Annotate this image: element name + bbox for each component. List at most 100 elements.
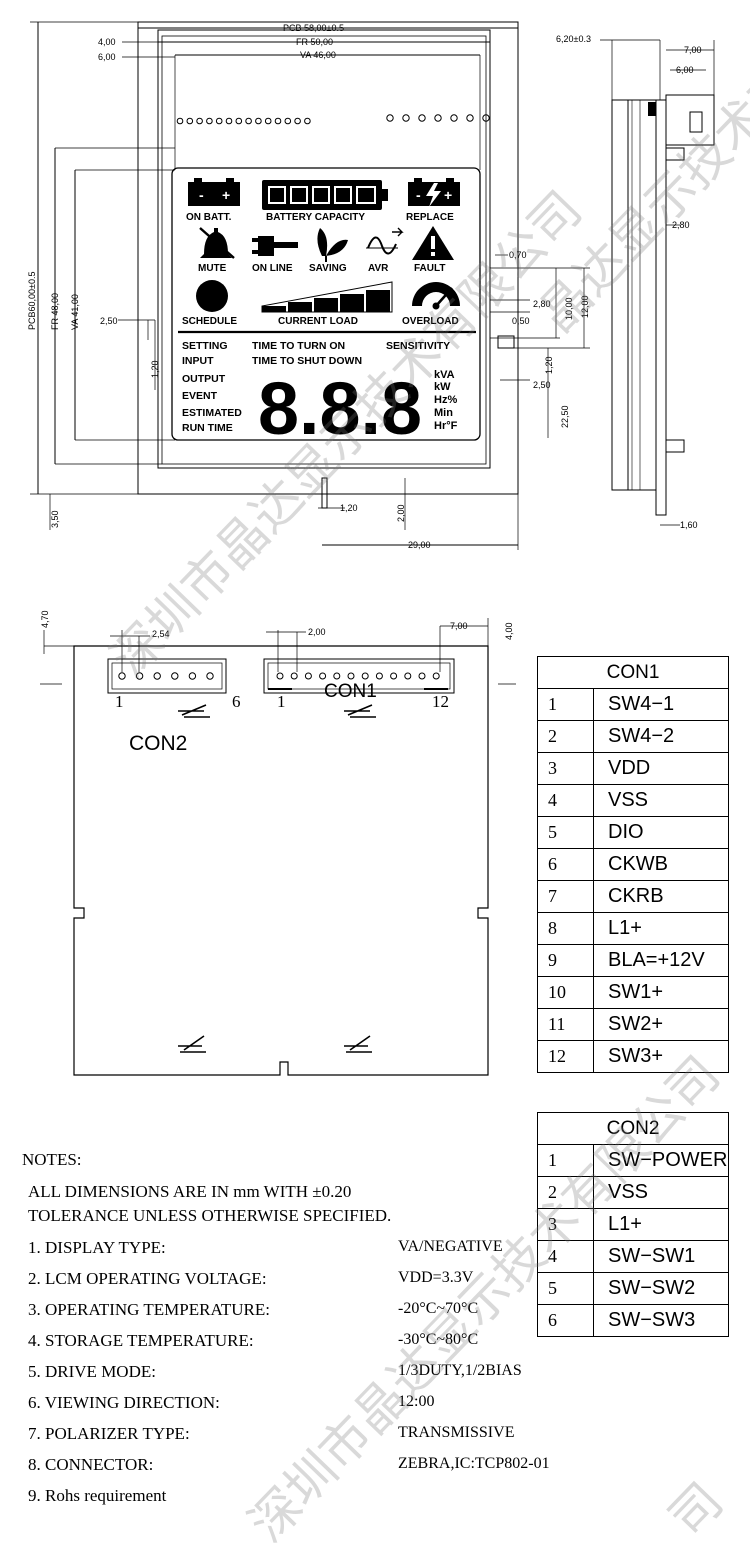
note-key: 1. DISPLAY TYPE: xyxy=(28,1238,166,1257)
con1-table-pin-number: 11 xyxy=(537,1008,594,1041)
pcb-outline xyxy=(137,21,519,495)
con2-table-title: CON2 xyxy=(537,1112,729,1145)
dim-200-label: 2,00 xyxy=(308,627,326,637)
clip-mark-bottom-left xyxy=(178,1035,206,1053)
time-to-shut-down-label: TIME TO SHUT DOWN xyxy=(252,355,362,367)
seven-segment-digits: 8.8.8 xyxy=(258,367,422,450)
load-outline xyxy=(261,281,393,313)
battery-capacity-label: BATTERY CAPACITY xyxy=(266,212,365,223)
con1-table-pin-signal: BLA=+12V xyxy=(593,944,729,977)
dim-280-right-label: 2,80 xyxy=(533,299,551,309)
side-160-label: 1,60 xyxy=(680,520,698,530)
lcd-front-view-drawing: PCB 58,00±0.5 FR 50,00 VA 46,00 4,00 6,0… xyxy=(27,21,715,550)
saving-leaf-icon xyxy=(317,228,348,262)
pin-hole xyxy=(196,117,203,125)
note-value: -20°C~70°C xyxy=(398,1300,479,1317)
con1-table-pin-number: 9 xyxy=(537,944,594,977)
con1-table-title: CON1 xyxy=(537,656,729,689)
con1-pin xyxy=(304,672,312,680)
pcb-height-label: PCB60,00±0.5 xyxy=(27,272,37,330)
note-key: 2. LCM OPERATING VOLTAGE: xyxy=(28,1269,267,1288)
note-value: -30°C~80°C xyxy=(398,1331,479,1348)
con2-table-pin-signal: SW−SW2 xyxy=(593,1272,729,1305)
load-segment xyxy=(288,302,312,312)
con2-pin xyxy=(171,672,179,680)
note-key: 8. CONNECTOR: xyxy=(28,1455,154,1474)
event-label: EVENT xyxy=(182,390,218,402)
svg-text:+: + xyxy=(444,187,452,203)
pin-hole xyxy=(466,114,474,122)
dim-254-label: 2,54 xyxy=(152,629,170,639)
con2-table-pin-number: 6 xyxy=(537,1304,594,1337)
pin-hole xyxy=(294,117,301,125)
dim-350-label: 3,50 xyxy=(50,510,60,528)
con1-pin xyxy=(404,672,412,680)
pcb-width-label: PCB 58,00±0.5 xyxy=(283,23,344,33)
con1-table-pin-signal: SW3+ xyxy=(593,1040,729,1073)
output-label: OUTPUT xyxy=(182,373,226,385)
overload-gauge-icon xyxy=(412,282,460,310)
con1-pin12-label: 12 xyxy=(432,692,449,711)
clip-mark-bottom-right xyxy=(344,1035,372,1053)
pin-hole xyxy=(274,117,282,125)
con2-table-pin-number: 3 xyxy=(537,1208,594,1241)
note-value: VA/NEGATIVE xyxy=(398,1238,503,1255)
con1-header xyxy=(263,658,455,694)
dim-200-bottom-label: 2,00 xyxy=(396,504,406,522)
con2-pin6-label: 6 xyxy=(232,692,241,711)
con1-table-pin-signal: VSS xyxy=(593,784,729,817)
dim-700-label: 7,00 xyxy=(450,621,468,631)
pin-hole xyxy=(418,114,426,122)
fr-width-label: FR 50,00 xyxy=(296,37,333,47)
avr-wave-icon xyxy=(366,227,404,255)
con2-pin xyxy=(206,672,214,680)
dim-070-label: 0,70 xyxy=(509,250,527,260)
svg-text:+: + xyxy=(222,187,230,203)
saving-label: SAVING xyxy=(309,263,347,274)
con2-pins xyxy=(118,672,214,680)
con1-table-pin-number: 10 xyxy=(537,976,594,1009)
con1-table-pin-signal: SW4−1 xyxy=(593,688,729,721)
pin-hole-row xyxy=(176,114,490,125)
note-value: 1/3DUTY,1/2BIAS xyxy=(398,1362,522,1379)
con1-pin xyxy=(375,672,383,680)
pin-hole xyxy=(386,114,394,122)
con1-table-pin-signal: SW2+ xyxy=(593,1008,729,1041)
va-height-label: VA 41,00 xyxy=(70,294,80,330)
current-load-label: CURRENT LOAD xyxy=(278,316,358,327)
svg-text:-: - xyxy=(416,187,421,203)
con2-pin1-label: 1 xyxy=(115,692,124,711)
con1-table-pin-number: 5 xyxy=(537,816,594,849)
con1-table-pin-number: 1 xyxy=(537,688,594,721)
con1-table-pin-number: 7 xyxy=(537,880,594,913)
con1-table-pin-number: 8 xyxy=(537,912,594,945)
con1-pin xyxy=(276,672,284,680)
con2-pin xyxy=(188,672,197,680)
left-4-label: 4,00 xyxy=(98,37,116,47)
dim-400-label: 4,00 xyxy=(504,622,514,640)
unit-kw-label: kW xyxy=(434,381,451,393)
dim-1200-label: 12,00 xyxy=(580,295,590,318)
clip-mark-con1 xyxy=(344,704,376,718)
con2-table-pin-signal: L1+ xyxy=(593,1208,729,1241)
note-key: 3. OPERATING TEMPERATURE: xyxy=(28,1300,270,1319)
setting-label: SETTING xyxy=(182,340,228,352)
con2-table-pin-signal: SW−POWER xyxy=(593,1144,729,1177)
con1-table-pin-signal: SW1+ xyxy=(593,976,729,1009)
load-segment xyxy=(314,298,338,312)
con1-table-pin-number: 12 xyxy=(537,1040,594,1073)
pin-hole xyxy=(225,117,233,125)
on-batt-label: ON BATT. xyxy=(186,212,232,223)
note-key: 4. STORAGE TEMPERATURE: xyxy=(28,1331,254,1350)
avr-label: AVR xyxy=(368,263,389,274)
